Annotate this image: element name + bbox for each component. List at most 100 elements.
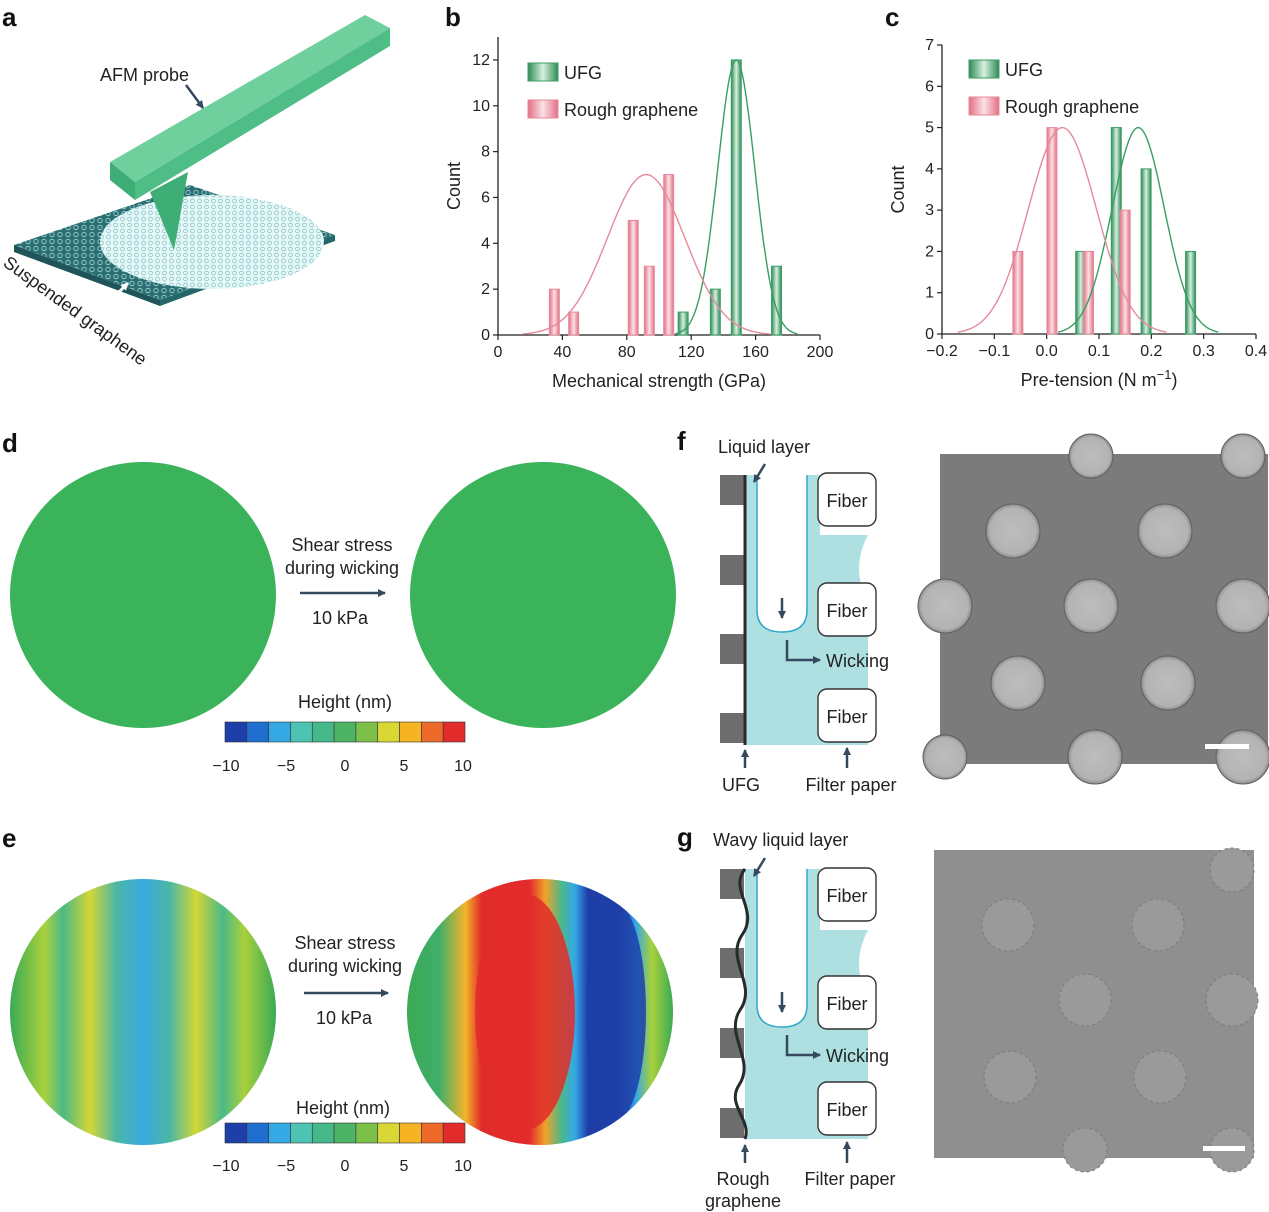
colorbar-segment xyxy=(290,721,313,743)
liquid-region xyxy=(745,869,868,1139)
bar-rough xyxy=(643,265,655,336)
y-tick-label: 12 xyxy=(472,52,490,69)
bar-rough xyxy=(1046,127,1058,335)
wicking-label: Wicking xyxy=(826,1046,889,1066)
bar-ufg xyxy=(1140,168,1152,335)
x-tick-label: 40 xyxy=(554,344,572,361)
y-tick-label: 2 xyxy=(481,281,490,298)
colorbar-segment xyxy=(355,1122,379,1144)
pressure-label: 10 kPa xyxy=(316,1008,373,1028)
colorbar xyxy=(224,721,466,743)
substrate-pillar xyxy=(720,475,744,505)
bar-rough xyxy=(568,311,580,336)
substrate-pillar xyxy=(720,713,744,743)
x-axis-label: Pre-tension (N m−1) xyxy=(1021,367,1178,390)
shear-label-line2: during wicking xyxy=(285,558,399,578)
colorbar-segment xyxy=(224,721,248,743)
fiber-label: Fiber xyxy=(826,1100,867,1120)
liquid-layer-arrow xyxy=(752,463,767,483)
colorbar-segment xyxy=(268,721,291,743)
sem-image-rough xyxy=(934,847,1259,1173)
afm-cantilever-top xyxy=(110,15,390,182)
y-tick-label: 3 xyxy=(925,202,934,219)
pressure-label: 10 kPa xyxy=(312,608,369,628)
rough-graphene-membrane xyxy=(733,868,750,1140)
height-map-before-ufg xyxy=(10,462,276,728)
colorbar-segment xyxy=(442,1122,466,1144)
substrate-pillar xyxy=(720,634,744,664)
scale-bar xyxy=(1205,744,1249,749)
bar-rough xyxy=(1083,250,1095,335)
legend-label: UFG xyxy=(1005,60,1043,80)
legend-swatch xyxy=(968,59,1000,79)
colorbar-title: Height (nm) xyxy=(298,692,392,712)
y-tick-label: 6 xyxy=(481,189,490,206)
colorbar-tick: 0 xyxy=(341,1158,350,1175)
bar-rough xyxy=(627,219,639,336)
y-tick-label: 8 xyxy=(481,144,490,161)
wicking-arrow xyxy=(785,1035,821,1059)
wicking-arrow xyxy=(785,640,821,664)
panel-d-label: d xyxy=(2,428,18,458)
y-tick-label: 2 xyxy=(925,243,934,260)
height-map-after-ufg xyxy=(410,462,676,728)
legend-swatch xyxy=(527,99,559,119)
sem-image-ufg xyxy=(917,433,1269,785)
legend-swatch xyxy=(527,62,559,82)
x-tick-label: 80 xyxy=(618,344,636,361)
y-tick-label: 7 xyxy=(925,37,934,54)
colorbar-segment xyxy=(377,1122,400,1144)
height-map-after-rough xyxy=(407,879,673,1145)
x-tick-label: 200 xyxy=(807,344,834,361)
colorbar-segment xyxy=(311,1122,335,1144)
legend-label: UFG xyxy=(564,63,602,83)
liquid-region xyxy=(745,475,868,745)
colorbar-title: Height (nm) xyxy=(296,1098,390,1118)
panel-g-label: g xyxy=(677,822,693,852)
colorbar-tick: 5 xyxy=(400,1158,409,1175)
x-tick-label: −0.1 xyxy=(979,343,1011,360)
colorbar-tick: −10 xyxy=(212,1158,239,1175)
fiber-box xyxy=(817,472,877,527)
colorbar-segment xyxy=(442,721,466,743)
panel-e: e Shear stress during wicking 10 kPa Hei… xyxy=(2,823,673,1175)
colorbar-tick: −5 xyxy=(277,758,295,775)
bar-rough xyxy=(1119,209,1131,335)
ufg-label: UFG xyxy=(722,775,760,795)
liquid-meniscus xyxy=(756,475,808,633)
x-tick-label: 0.1 xyxy=(1088,343,1110,360)
colorbar-segment xyxy=(311,721,335,743)
x-tick-label: 0 xyxy=(494,344,503,361)
legend-label: Rough graphene xyxy=(564,100,698,120)
colorbar-segment xyxy=(333,1122,357,1144)
wicking-label: Wicking xyxy=(826,651,889,671)
liquid-layer-label: Liquid layer xyxy=(718,437,810,457)
y-tick-label: 5 xyxy=(925,120,934,137)
colorbar-segment xyxy=(268,1122,291,1144)
y-tick-label: 1 xyxy=(925,285,934,302)
fiber-box xyxy=(817,688,877,743)
colorbar-segment xyxy=(421,1122,444,1144)
filter-paper-label: Filter paper xyxy=(804,1169,895,1189)
x-tick-label: 160 xyxy=(742,344,769,361)
bar-rough xyxy=(548,288,560,336)
colorbar-tick: 10 xyxy=(454,758,472,775)
fiber-box xyxy=(817,582,877,637)
colorbar-tick: 0 xyxy=(341,758,350,775)
panel-f: f Fiber Fiber Fiber Liquid layer Wicking… xyxy=(677,426,1269,795)
fiber-label: Fiber xyxy=(826,601,867,621)
panel-a: a AFM probe Suspended graphene xyxy=(0,2,390,369)
colorbar-segment xyxy=(246,1122,269,1144)
colorbar-segment xyxy=(290,1122,313,1144)
fiber-box xyxy=(817,975,877,1030)
fiber-label: Fiber xyxy=(826,886,867,906)
y-tick-label: 4 xyxy=(481,235,490,252)
bar-ufg xyxy=(709,288,721,336)
y-axis-label: Count xyxy=(444,162,464,210)
suspended-membrane xyxy=(100,195,324,289)
shear-label-line2: during wicking xyxy=(288,956,402,976)
